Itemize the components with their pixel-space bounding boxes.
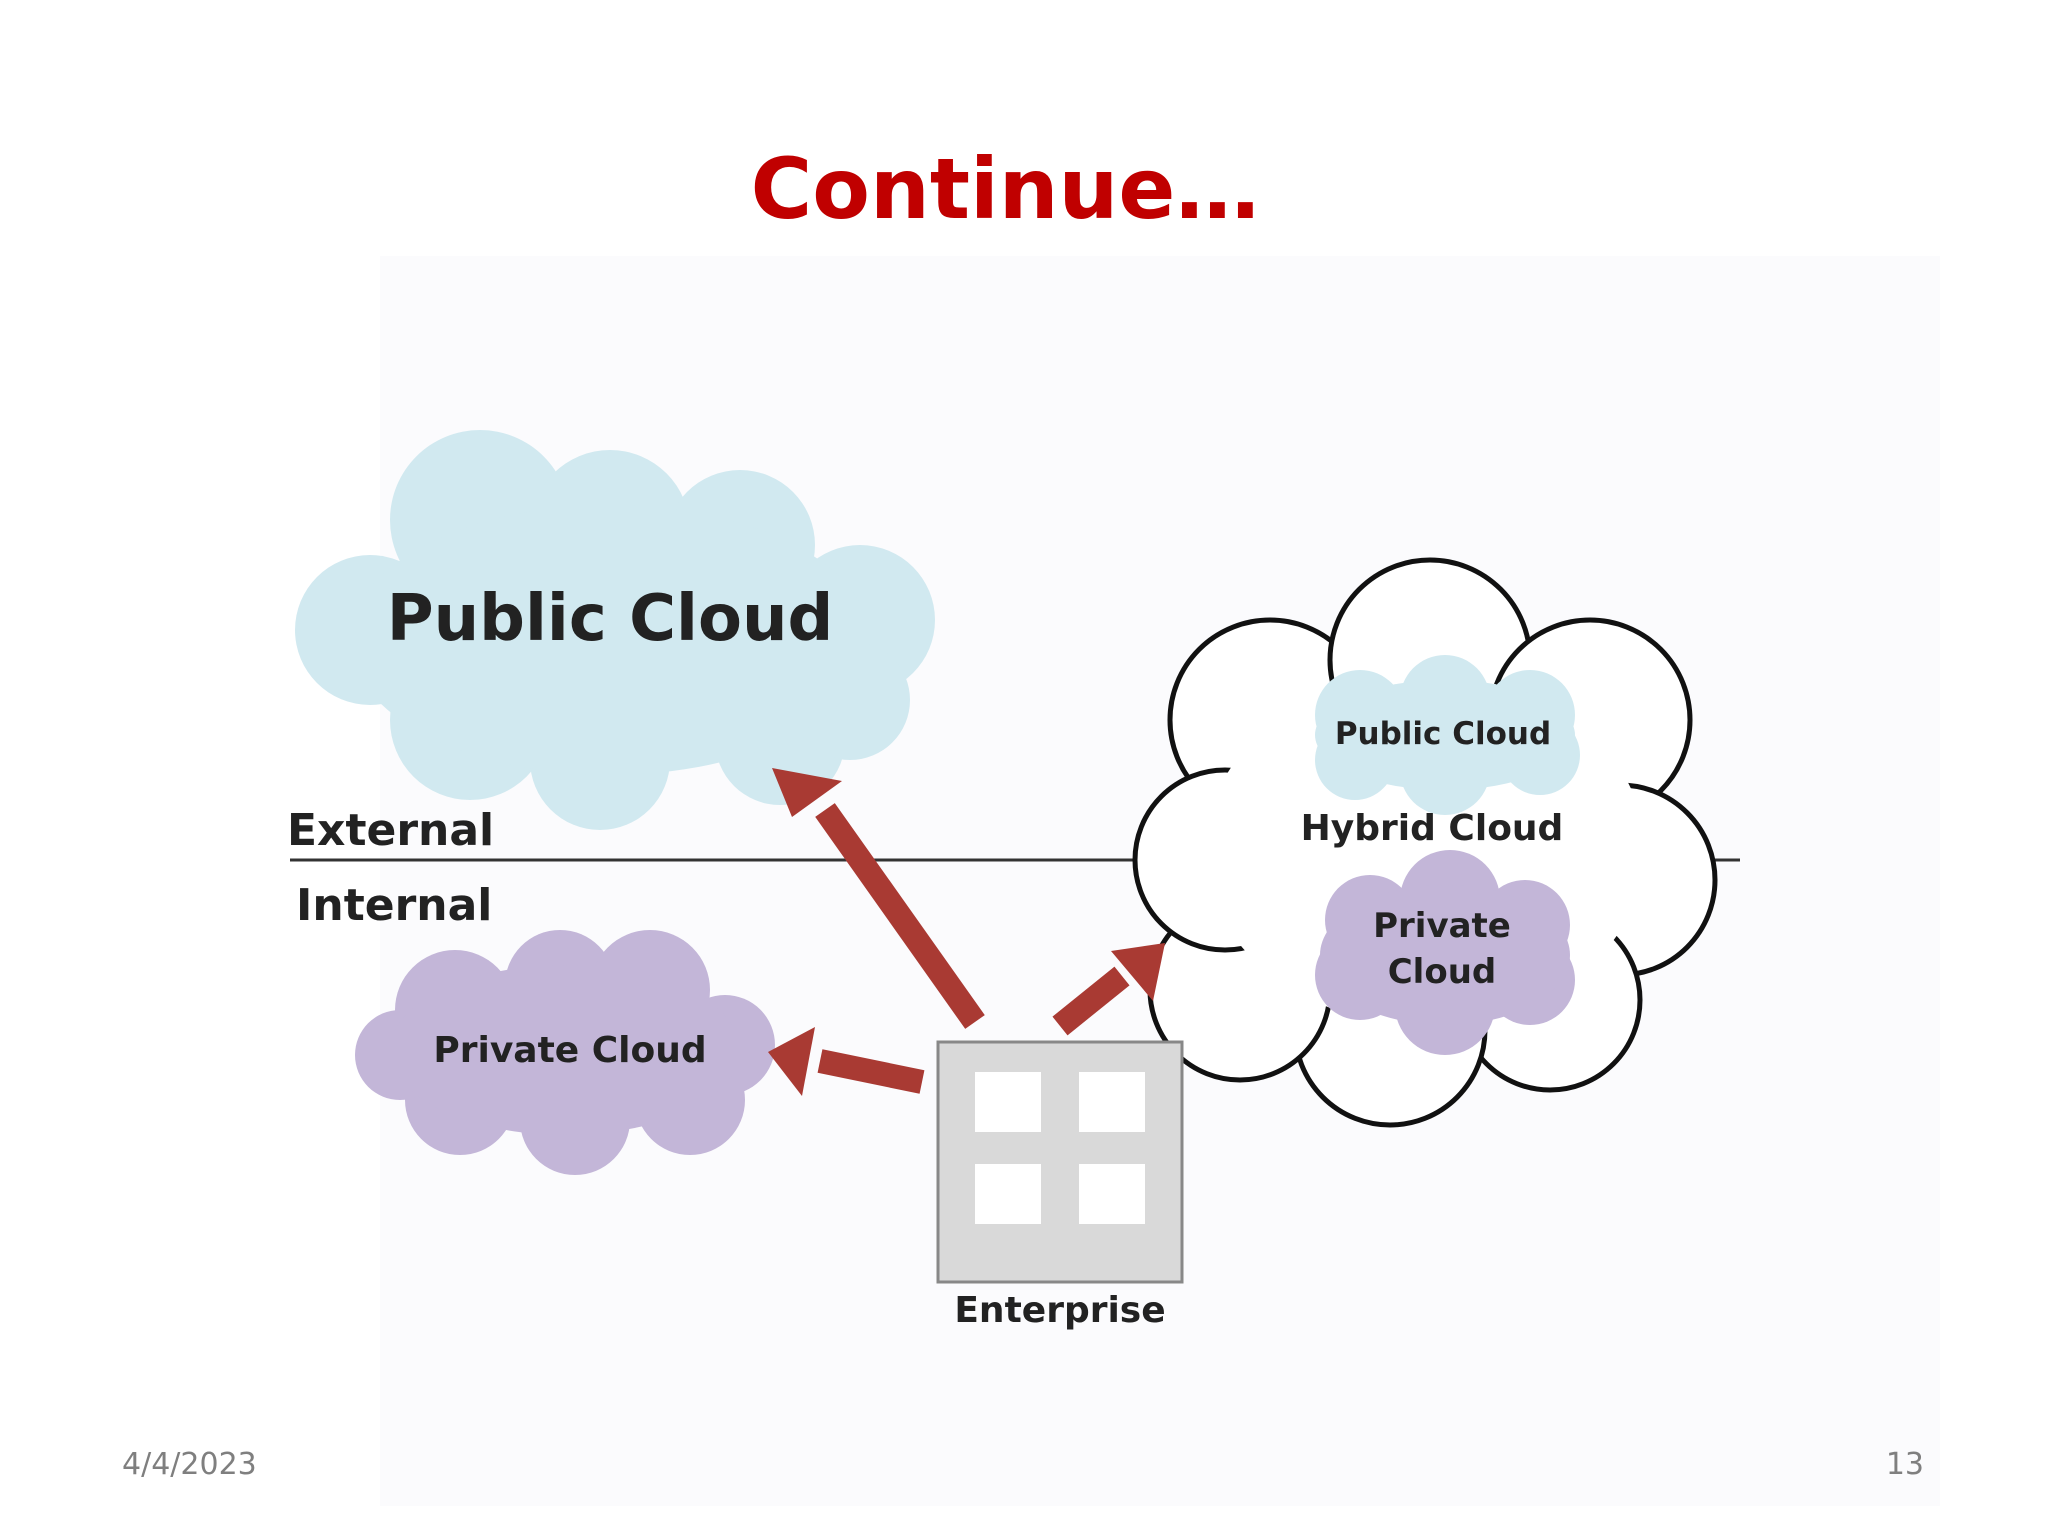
enterprise-label: Enterprise	[954, 1290, 1165, 1331]
private-cloud-label: Private Cloud	[433, 1030, 706, 1071]
slide-date: 4/4/2023	[122, 1447, 257, 1482]
hybrid-cloud-label: Hybrid Cloud	[1301, 808, 1564, 849]
external-label: External	[287, 805, 494, 856]
hybrid-public-cloud-shape	[1315, 655, 1580, 815]
slide-title: Continue…	[750, 140, 1260, 238]
public-cloud-shape	[295, 430, 935, 830]
arrow-to-private-cloud-shaft	[817, 1049, 925, 1094]
arrow-to-private-cloud-head	[768, 1027, 815, 1096]
public-cloud-label: Public Cloud	[387, 582, 834, 656]
hybrid-private-cloud-label-line2: Cloud	[1388, 952, 1497, 992]
hybrid-private-cloud-label-line1: Private	[1373, 906, 1511, 946]
arrows	[815, 803, 1130, 1094]
private-cloud-shape	[355, 930, 775, 1175]
enterprise-building-icon	[936, 1040, 1184, 1284]
arrow-to-hybrid-cloud-shaft	[1052, 966, 1130, 1036]
arrow-to-public-cloud-shaft	[815, 803, 985, 1029]
hybrid-private-cloud-shape	[1315, 850, 1575, 1055]
slide-page-number: 13	[1885, 1447, 1924, 1482]
arrow-to-hybrid-cloud-head	[1111, 943, 1165, 1001]
internal-label: Internal	[296, 880, 492, 931]
arrow-to-public-cloud-head	[772, 768, 842, 817]
hybrid-public-cloud-label: Public Cloud	[1335, 716, 1551, 752]
